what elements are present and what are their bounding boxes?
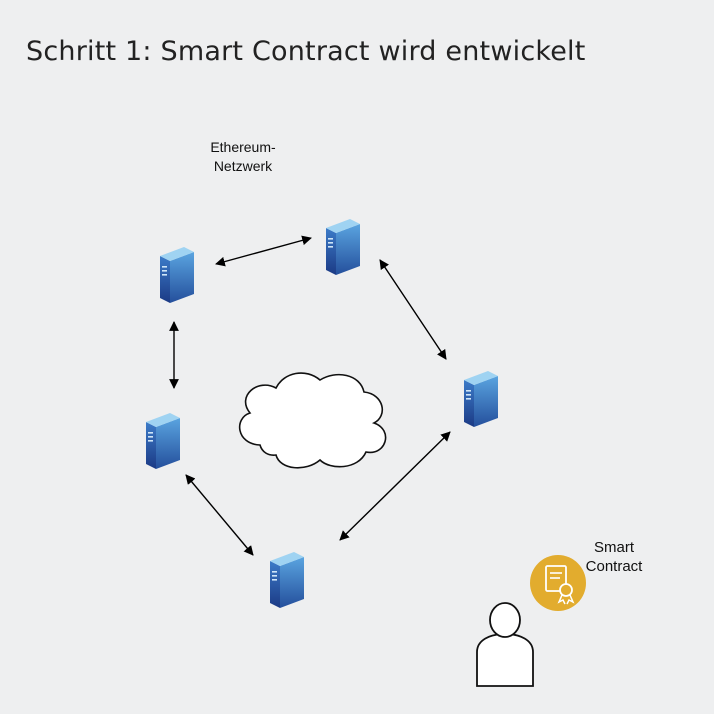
network-label-line1: Ethereum- [210,139,276,155]
server-top-left-icon [160,247,194,303]
network-label: Ethereum- Netzwerk [196,138,290,176]
smart-contract-label-line2: Contract [585,558,643,575]
page-title: Schritt 1: Smart Contract wird entwickel… [26,36,586,67]
smart-contract-label-line1: Smart [593,539,634,556]
cloud-icon [238,372,387,469]
arrow-topright-right [379,259,447,360]
connection-arrows [169,235,451,556]
arrow-topleft-topright [215,235,312,267]
arrow-bottom-left [185,474,254,556]
server-bottom-icon [270,552,304,608]
developer-person-icon [476,602,534,687]
server-top-right-icon [326,219,360,275]
certificate-icon [530,555,586,611]
network-label-line2: Netzwerk [213,158,273,174]
server-left-icon [146,413,180,469]
arrow-right-bottom [339,431,451,541]
smart-contract-label: Smart Contract [578,538,650,576]
server-right-icon [464,371,498,427]
